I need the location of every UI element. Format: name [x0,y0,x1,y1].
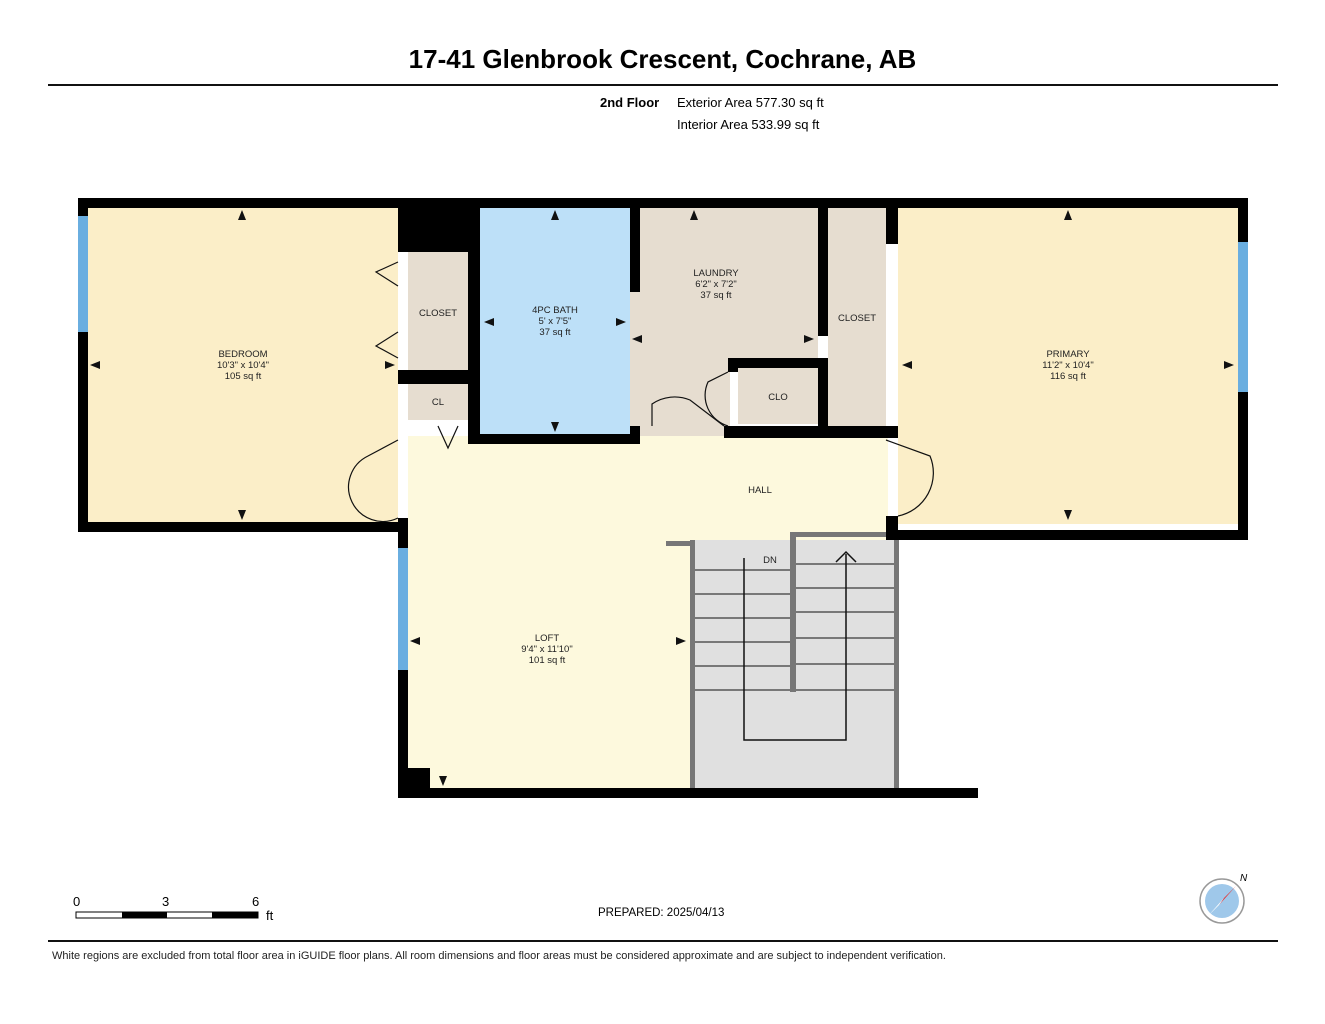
bath-dims: 5' x 7'5" [539,316,572,327]
loft-fill [408,536,690,788]
cl-name: CL [432,397,444,408]
scale-tick-3: 3 [162,894,170,909]
laundry-fill-lower [630,290,730,436]
scale-bar [75,911,259,919]
dimension-arrows [90,210,1234,786]
primary-area: 116 sq ft [1050,371,1086,382]
closet-left-fill [408,252,468,370]
closet-right-name: CLOSET [838,313,876,324]
scale-tick-6: 6 [252,894,260,909]
clo-name: CLO [768,392,788,403]
bedroom-fill [88,208,398,522]
bedroom-area: 105 sq ft [225,371,262,382]
prepared-date: PREPARED: 2025/04/13 [598,907,725,919]
header-divider [48,84,1278,86]
primary-dims: 11'2" x 10'4" [1042,360,1093,371]
hall-fill [408,436,888,546]
loft-name: LOFT [535,633,559,644]
disclaimer: White regions are excluded from total fl… [52,950,946,962]
stair-walls [666,532,899,790]
compass-n-label: N [1240,873,1248,884]
laundry-dims: 6'2" x 7'2" [695,279,737,290]
bath-fill [480,208,630,434]
exterior-area: Exterior Area 577.30 sq ft [677,95,824,110]
laundry-name: LAUNDRY [693,268,739,279]
closet-right-fill [828,208,886,426]
bedroom-dims: 10'3" x 10'4" [217,360,269,371]
bath-name: 4PC BATH [532,305,578,316]
bedroom-name: BEDROOM [218,349,267,360]
windows [78,216,1248,670]
scale-tick-0: 0 [73,894,81,909]
scale-unit: ft [266,908,274,923]
bath-area: 37 sq ft [539,327,571,338]
footer-divider [48,940,1278,942]
loft-area: 101 sq ft [529,655,566,666]
hall-name: HALL [748,485,772,496]
stairs-label: DN [763,555,777,566]
compass-icon [1199,878,1245,924]
stair-treads [694,550,894,741]
clo-fill [738,368,818,424]
floor-label: 2nd Floor [600,95,660,110]
primary-name: PRIMARY [1046,349,1090,360]
interior-area: Interior Area 533.99 sq ft [677,117,820,132]
cl-fill [408,384,468,420]
primary-fill [898,208,1238,524]
closet-left-name: CLOSET [419,308,457,319]
loft-dims: 9'4" x 11'10" [521,644,572,655]
door-swings [347,261,934,523]
page-title: 17-41 Glenbrook Crescent, Cochrane, AB [408,44,917,74]
laundry-area: 37 sq ft [700,290,732,301]
